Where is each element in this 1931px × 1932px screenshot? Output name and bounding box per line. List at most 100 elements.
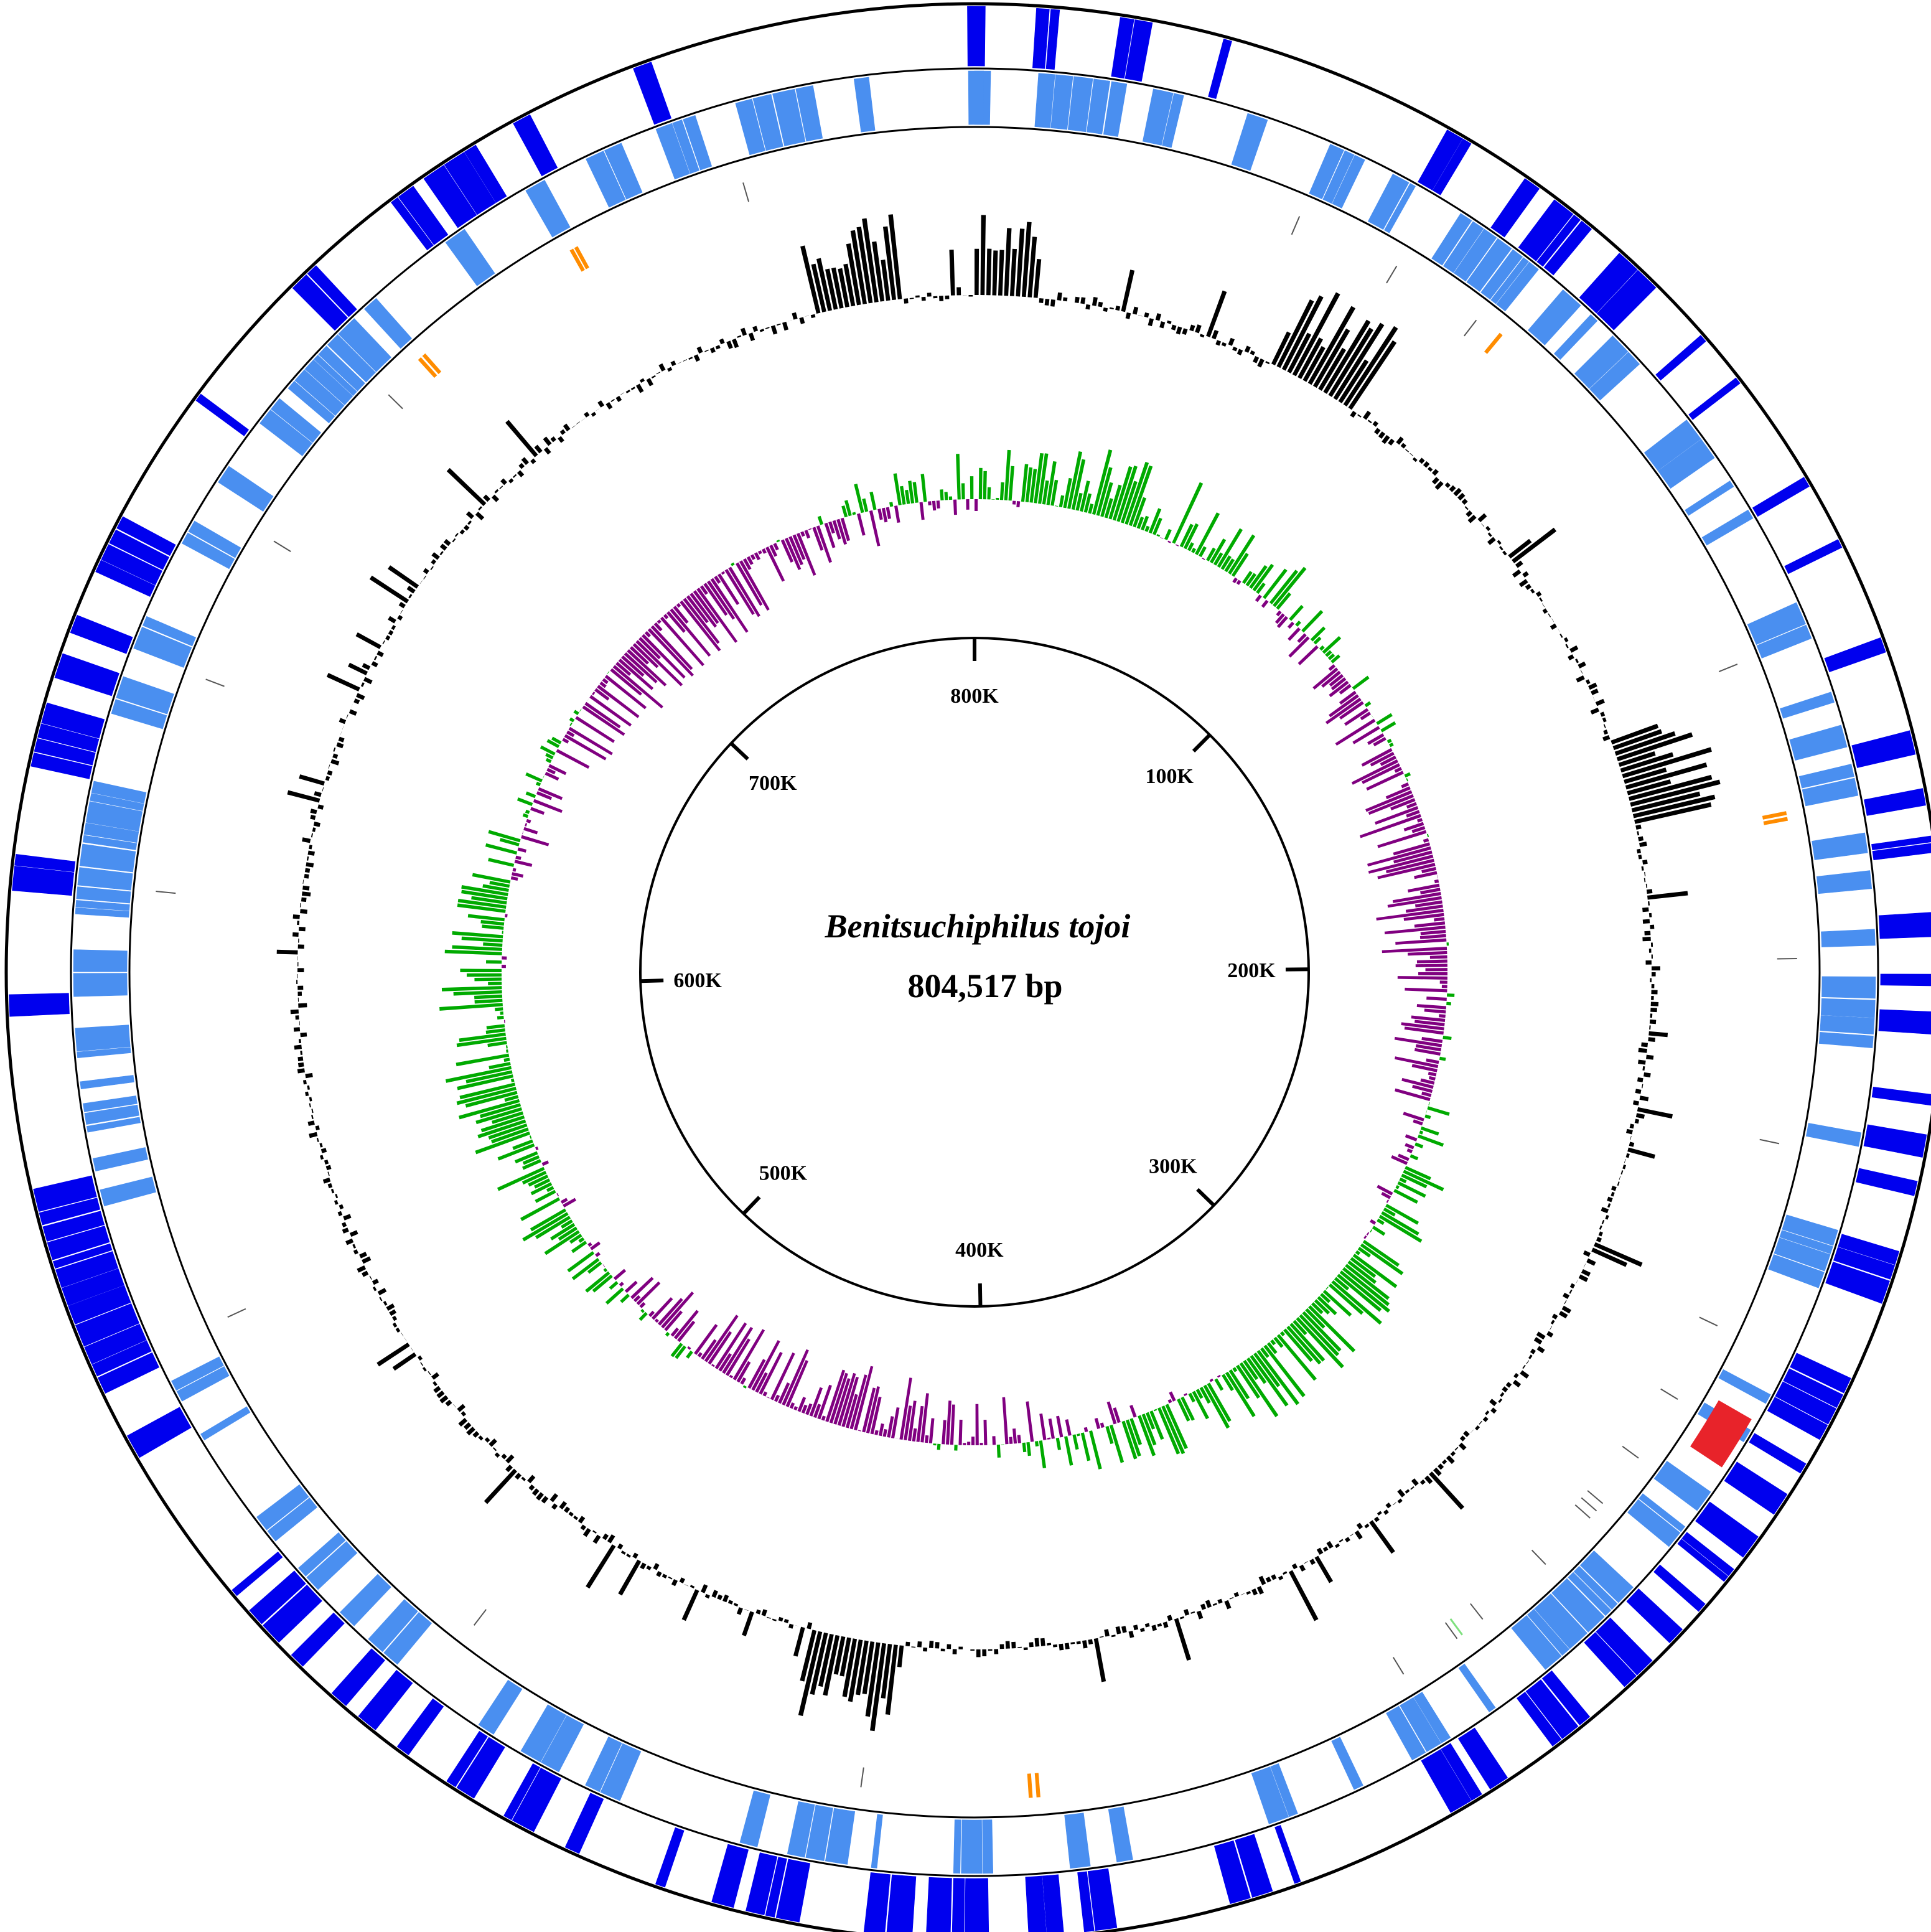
gc-content-bar [591,411,597,417]
gc-content-bar [388,616,396,624]
gc-content-bar [810,1632,828,1695]
gc-content-bar [1323,319,1371,394]
gc-content-bar [297,985,304,990]
gc-skew-positive-bar [1075,492,1083,511]
gc-content-bar [1558,1311,1568,1319]
gc-content-bar [1489,1399,1497,1407]
gc-skew-negative-bar [1393,842,1431,856]
gc-content-bar [1350,411,1357,418]
organism-name: Benitsuchiphilus tojoi [825,907,1131,945]
gc-skew-negative-bar [522,831,524,835]
gc-content-bar [870,1643,886,1732]
gc-skew-negative-bar [740,1377,747,1385]
gc-content-bar [1541,603,1545,607]
gc-skew-positive-bar [456,1087,517,1105]
gc-content-bar [1400,443,1406,449]
gc-skew-positive-bar [609,1281,619,1290]
gc-content-bar [940,1648,945,1652]
cds-reverse-gene [200,1406,251,1441]
gc-skew-positive-bar [1206,547,1216,561]
gc-skew-negative-bar [1382,947,1447,954]
gc-skew-negative-bar [597,685,640,718]
gc-content-bar [340,731,342,736]
gc-content-bar [400,609,403,614]
gc-content-bar [715,345,721,350]
gc-content-bar [571,425,576,428]
gc-skew-negative-bar [1415,1044,1442,1052]
gc-skew-negative-bar [729,1374,733,1379]
gc-skew-positive-bar [472,873,511,884]
rrna-feature [1761,810,1788,820]
gc-skew-positive-bar [961,483,965,500]
gc-skew-negative-bar [766,1396,770,1399]
gc-skew-positive-bar [544,1230,580,1255]
gc-content-bar [298,938,299,943]
gc-skew-negative-bar [639,1301,646,1308]
gc-skew-positive-bar [1362,1240,1400,1267]
cds-reverse-gene [1466,238,1512,292]
gc-content-bar [927,293,932,297]
gc-skew-positive-bar [1419,1130,1424,1135]
gc-content-bar [1076,1641,1081,1644]
trna-feature [1444,1622,1458,1639]
gc-content-bar [1637,1107,1673,1119]
gc-content-bar [1297,337,1323,380]
gc-skew-positive-bar [461,889,508,901]
gc-skew-positive-bar [500,1011,504,1015]
gc-content-bar [1459,1442,1467,1451]
gc-content-bar [484,1468,517,1504]
gc-skew-positive-bar [488,858,515,867]
gc-content-bar [1499,546,1503,551]
gc-skew-positive-bar [996,1444,1001,1458]
gc-content-bar [862,1641,875,1695]
gc-content-bar [767,1616,771,1619]
gc-content-bar [1200,1603,1207,1610]
gc-skew-negative-bar [1312,667,1339,690]
gc-skew-negative-bar [1287,621,1295,629]
gc-content-bar [1639,842,1647,847]
gc-skew-negative-bar [714,1322,747,1370]
gc-content-bar [1644,871,1646,876]
cds-reverse-gene [478,1679,523,1735]
gc-skew-negative-bar [1375,805,1419,825]
gc-skew-positive-bar [1289,604,1304,621]
rrna-feature [573,245,591,270]
gc-skew-positive-bar [1203,1384,1230,1429]
gc-content-bar [339,1204,344,1210]
gc-content-bar [478,1435,484,1441]
gc-skew-negative-bar [759,1351,783,1395]
gc-skew-negative-bar [1406,810,1420,818]
cds-reverse-gene [1701,509,1754,546]
gc-content-bar [935,1642,940,1649]
gc-content-bar [1650,1013,1653,1018]
gc-content-bar [483,494,490,502]
gc-content-bar [1052,1644,1058,1648]
gc-content-bar [315,1125,320,1130]
gc-content-bar [956,287,961,296]
gc-skew-positive-bar [1096,467,1113,516]
gc-content-bar [1601,1207,1609,1214]
gc-skew-positive-bar [525,772,543,783]
gc-content-track [276,214,1721,1732]
gc-skew-negative-bar [714,575,721,584]
gc-content-bar [1578,1274,1589,1282]
gc-skew-negative-bar [936,500,940,509]
gc-skew-negative-bar [762,1391,768,1397]
gc-content-bar [800,245,821,314]
gc-content-bar [1133,1625,1139,1631]
gc-content-bar [1502,1386,1508,1393]
gc-content-bar [1009,248,1017,296]
gc-content-bar [1144,312,1149,318]
gc-content-bar [1512,569,1522,578]
gc-skew-positive-bar [1220,555,1232,570]
cds-reverse-gene [1589,352,1640,401]
gc-content-bar [1011,1641,1016,1649]
gc-content-bar [326,673,360,692]
gc-skew-negative-bar [650,625,693,670]
cds-reverse-gene [1820,998,1876,1018]
cds-reverse-gene [772,88,806,147]
gc-skew-negative-bar [840,517,851,542]
gc-skew-negative-bar [1160,537,1164,539]
cds-forward-gene [1042,1874,1064,1932]
gc-skew-positive-bar [474,998,503,1004]
